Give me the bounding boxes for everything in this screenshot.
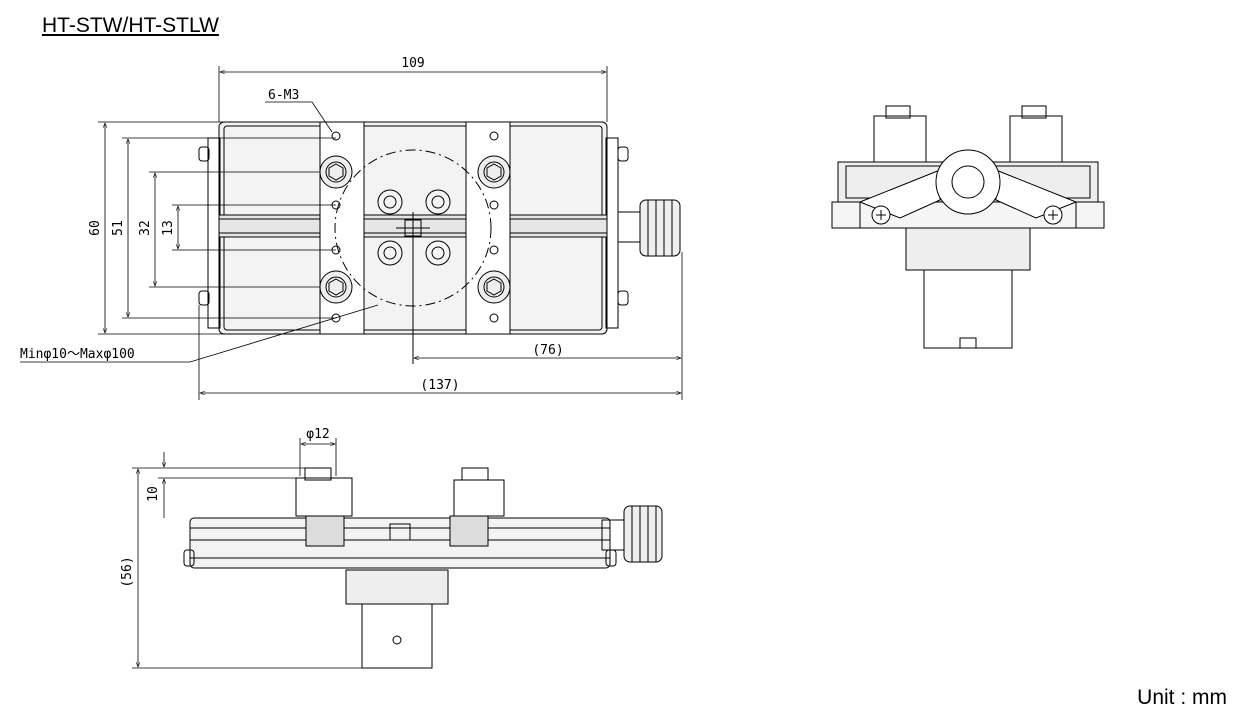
dim-51: 51: [111, 220, 126, 236]
top-view-dimensions: [20, 66, 683, 400]
drawing-title: HT-STW/HT-STLW: [42, 14, 219, 37]
dim-56: (56): [120, 556, 135, 587]
dim-109: 109: [401, 56, 424, 71]
dim-10: 10: [146, 486, 161, 502]
dim-60: 60: [88, 220, 103, 236]
front-view: [831, 105, 1105, 349]
top-view: [198, 121, 681, 364]
side-view: [183, 467, 663, 669]
side-view-dimensions: [132, 438, 362, 669]
dim-hole-callout: 6-M3: [268, 88, 299, 103]
dim-76: (76): [532, 343, 563, 358]
range-note: Minφ10～Maxφ100: [20, 347, 135, 362]
dim-pin-diameter: φ12: [306, 427, 329, 442]
dim-13: 13: [161, 220, 176, 236]
dim-137: (137): [420, 378, 459, 393]
dim-32: 32: [138, 220, 153, 236]
unit-label: Unit : mm: [1137, 686, 1227, 709]
